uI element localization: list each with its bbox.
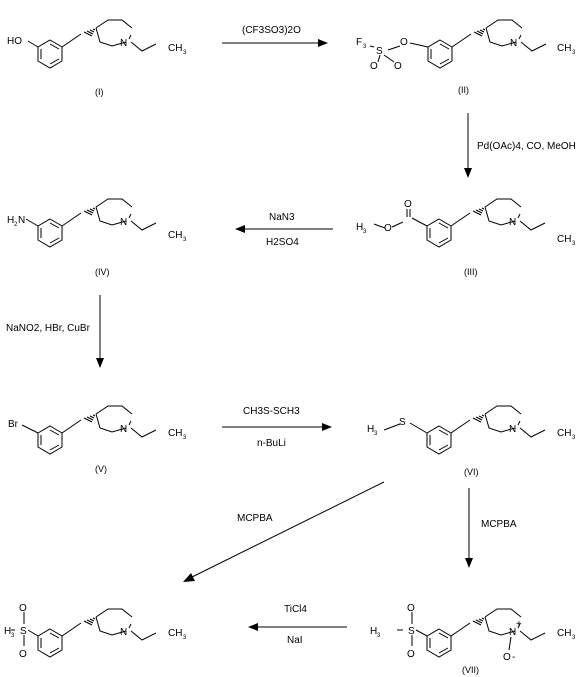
methyl-subscript: 3	[572, 435, 576, 441]
methyl-label: CH	[557, 428, 571, 439]
reagent-mcpba: MCPBA	[481, 519, 517, 530]
compound-label-1: (I)	[95, 87, 104, 97]
methyl-subscript: 3	[11, 633, 15, 639]
compound-label-3: (III)	[464, 267, 478, 277]
amine-label: H	[7, 215, 14, 226]
methyl-label: CH	[557, 234, 571, 245]
compound-label-5: (V)	[95, 464, 107, 474]
reagent-mcpba: MCPBA	[237, 513, 273, 524]
compound-4: H 2 N N CH 3 (IV)	[7, 198, 187, 277]
nitrogen-label: N	[510, 38, 517, 49]
oxygen-label: O	[370, 61, 378, 72]
compound-label-4: (IV)	[95, 267, 110, 277]
compound-3: O O H 3 N CH 3 (III)	[356, 198, 576, 277]
fluorine-subscript: 3	[363, 44, 367, 50]
methyl-subscript: 3	[572, 635, 576, 641]
compound-label-6: (VI)	[464, 467, 479, 477]
reagent-sandmeyer: NaNO2, HBr, CuBr	[6, 323, 91, 334]
carbonyl-oxygen-label: O	[404, 199, 412, 210]
methyl-subscript: 3	[377, 633, 381, 639]
oxygen-label: O	[400, 37, 408, 48]
methyl-label: CH	[168, 428, 182, 439]
methyl-subscript: 3	[183, 635, 187, 641]
oxygen-label: O	[19, 603, 27, 614]
methyl-subscript: 3	[572, 50, 576, 56]
nitrogen-label: N	[120, 38, 127, 49]
sulfur-label: S	[399, 417, 406, 428]
reagent-sulfuric-acid: H2SO4	[266, 237, 299, 248]
hydroxyl-label: HO	[7, 36, 22, 47]
compound-7: O O S H 3 N + O - CH 3 (VII)	[370, 603, 576, 675]
nitrogen-label: N	[120, 217, 127, 228]
positive-charge: +	[516, 619, 522, 630]
bromine-label: Br	[8, 419, 19, 430]
compound-2: F 3 S O O O N CH 3 (II)	[356, 19, 576, 95]
reagent-sodium-iodide: NaI	[287, 635, 303, 646]
amine-nitrogen-label: N	[18, 215, 25, 226]
methyl-label: CH	[557, 43, 571, 54]
oxygen-label: O	[19, 649, 27, 660]
methyl-label: CH	[557, 628, 571, 639]
thiomethyl-methyl-label: H	[367, 424, 374, 435]
reaction-arrow-1: (CF3SO3)2O	[222, 25, 328, 47]
compound-label-2: (II)	[458, 85, 469, 95]
reaction-arrow-2: Pd(OAc)4, CO, MeOH	[464, 113, 576, 178]
ester-oxygen-label: O	[384, 223, 392, 234]
reagent-triflic-anhydride: (CF3SO3)2O	[242, 25, 301, 36]
reaction-arrow-7: MCPBA	[465, 488, 517, 568]
trifluoromethyl-label: F	[356, 37, 362, 48]
nitrogen-label: N	[509, 424, 516, 435]
sulfonyl-methyl-label: H	[4, 626, 11, 637]
methyl-subscript: 3	[374, 431, 378, 437]
sulfur-label: S	[408, 626, 415, 637]
methyl-subscript: 3	[183, 435, 187, 441]
compound-6: S H 3 N CH 3 (VI)	[367, 405, 576, 477]
reagent-butyllithium: n-BuLi	[257, 438, 286, 449]
reaction-arrow-4: NaNO2, HBr, CuBr	[6, 295, 104, 368]
oxygen-label: O	[407, 649, 415, 660]
methyl-subscript: 3	[572, 241, 576, 247]
compound-final: O O S H 3 N CH 3	[4, 603, 187, 660]
methyl-subscript: 3	[363, 229, 367, 235]
nitrogen-label: N	[120, 627, 127, 638]
reaction-arrow-5: CH3S-SCH3 n-BuLi	[222, 406, 332, 449]
reaction-arrow-8: TiCl4 NaI	[248, 604, 347, 646]
sulfur-label: S	[20, 626, 27, 637]
methyl-label: CH	[168, 230, 182, 241]
compound-5: Br N CH 3 (V)	[8, 405, 187, 474]
methoxy-methyl-label: H	[356, 222, 363, 233]
nitrogen-label: N	[509, 217, 516, 228]
oxygen-label: O	[394, 61, 402, 72]
reagent-titanium-chloride: TiCl4	[284, 604, 307, 615]
methyl-label: CH	[168, 43, 182, 54]
reagent-carbonylation: Pd(OAc)4, CO, MeOH	[477, 141, 576, 152]
negative-charge: -	[512, 652, 515, 663]
methyl-subscript: 3	[183, 50, 187, 56]
compound-1: HO N CH 3 (I)	[7, 19, 187, 97]
nitrogen-label: N	[120, 424, 127, 435]
reagent-dimethyl-disulfide: CH3S-SCH3	[243, 406, 300, 417]
reaction-arrow-3: NaN3 H2SO4	[235, 212, 333, 248]
reaction-arrow-6: MCPBA	[183, 481, 385, 582]
methyl-subscript: 3	[183, 237, 187, 243]
nitrogen-label: N	[509, 627, 516, 638]
sulfonyl-methyl-label: H	[370, 626, 377, 637]
reagent-sodium-azide: NaN3	[269, 212, 295, 223]
compound-label-7: (VII)	[462, 665, 479, 675]
sulfur-label: S	[376, 46, 383, 57]
hydrogen-subscript: 2	[14, 222, 18, 228]
methyl-label: CH	[168, 628, 182, 639]
oxygen-label: O	[407, 603, 415, 614]
n-oxide-oxygen-label: O	[503, 652, 511, 663]
